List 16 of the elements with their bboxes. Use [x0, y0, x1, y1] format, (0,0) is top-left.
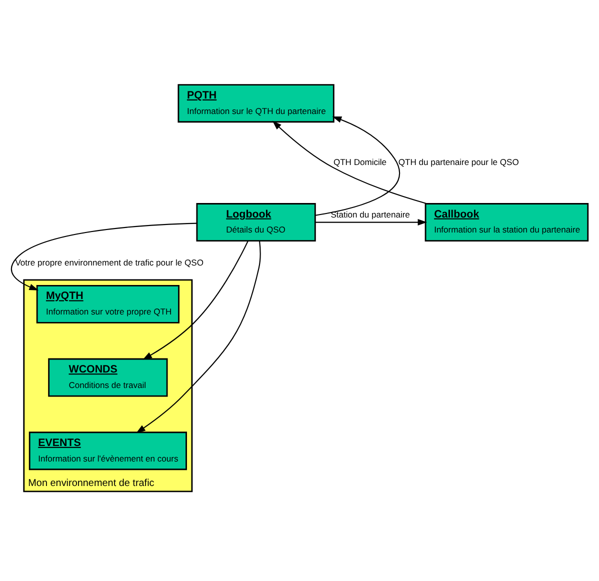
node-box: Callbook Information sur la station du partenaire — [424, 202, 589, 241]
arrow — [10, 222, 197, 290]
arrow — [315, 116, 400, 216]
edge-label: QTH Domicile — [333, 156, 387, 167]
node-box: EVENTS Information sur l'évènement en cours — [28, 431, 187, 470]
arrow — [315, 218, 428, 226]
node-box: PQTH Information sur le QTH du partenaire — [178, 84, 334, 122]
edge-label: QTH du partenaire pour le QSO — [398, 156, 519, 167]
arrow — [272, 120, 428, 204]
arrow — [136, 240, 261, 433]
node-box: MyQTH Information sur votre propre QTH — [36, 284, 180, 323]
edge-label: Votre propre environnement de trafic pour le QSO — [15, 256, 204, 267]
arrow — [142, 240, 249, 360]
node-box: Logbook Détails du QSO — [196, 202, 316, 241]
node-box: WCONDS Conditions de travail — [48, 358, 168, 396]
edge-label: Station du partenaire — [330, 209, 410, 220]
